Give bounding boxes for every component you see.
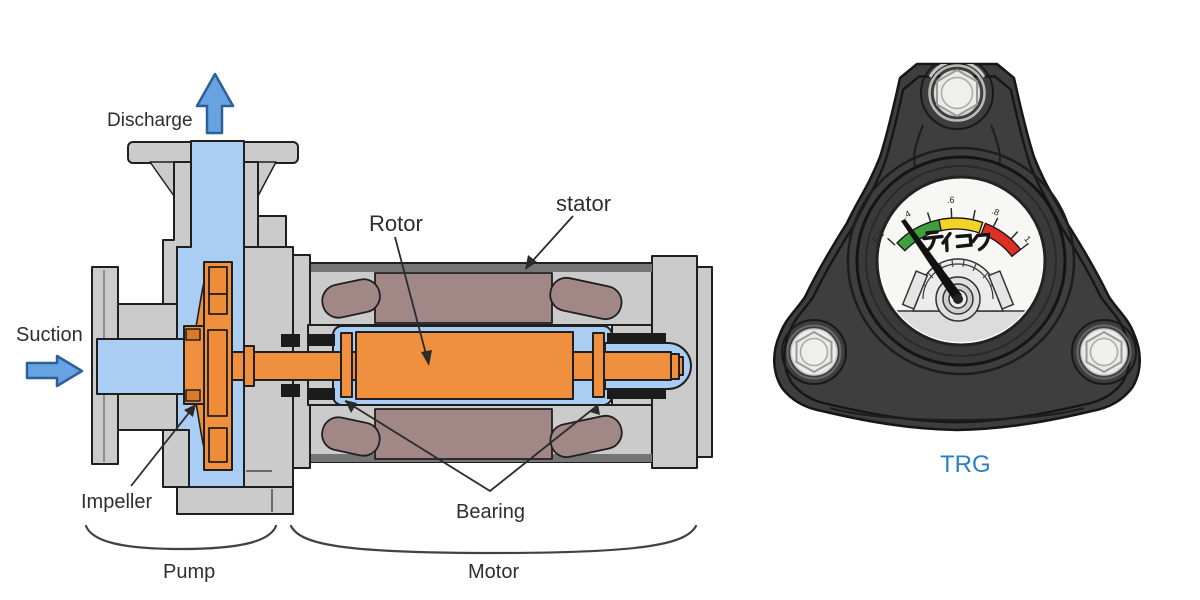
svg-text:.8: .8 xyxy=(990,206,1001,218)
svg-text:Rotor: Rotor xyxy=(369,211,423,236)
svg-text:.4: .4 xyxy=(901,208,913,220)
svg-text:1: 1 xyxy=(1022,234,1033,244)
svg-text:Impeller: Impeller xyxy=(81,491,152,513)
svg-text:TRG: TRG xyxy=(940,451,991,478)
svg-text:Discharge: Discharge xyxy=(107,110,193,131)
svg-text:.6: .6 xyxy=(947,195,955,205)
svg-text:Pump: Pump xyxy=(163,561,215,583)
svg-text:stator: stator xyxy=(556,191,611,216)
svg-text:Bearing: Bearing xyxy=(456,501,525,523)
svg-text:Suction: Suction xyxy=(16,324,83,346)
svg-text:Motor: Motor xyxy=(468,561,519,583)
